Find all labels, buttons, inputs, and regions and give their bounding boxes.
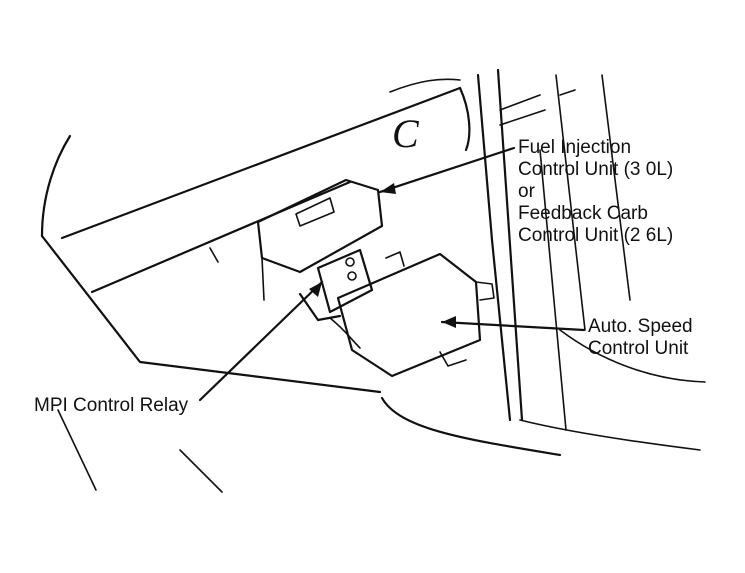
console-lower-line [519,419,701,451]
vent-line-1 [499,94,541,111]
bg-line-1 [57,409,97,491]
fuel-control-unit-label: Fuel Injection Control Unit (3 0L) or Fe… [518,137,673,247]
mpi-control-relay [316,248,374,314]
relay-arrowhead [309,282,322,297]
speed-unit-side-tab [475,281,495,301]
speed-unit-arrowhead [442,316,456,328]
panel-bottom-edge [90,180,352,294]
console-curve [380,396,562,457]
label-line: Auto. Speed [588,316,693,337]
label-line: Control Unit [588,338,689,359]
fuel-unit-arrowhead [380,183,396,194]
relay-leader [198,280,324,402]
speed-control-unit-label: Auto. Speed Control Unit [588,316,693,360]
panel-top-edge [60,86,462,240]
vent-line-3 [559,89,576,96]
speed-unit-leader [440,320,586,332]
vent-line-2 [499,109,546,126]
door-line-3 [601,74,631,301]
label-line: Fuel Injection [518,137,632,158]
bracket-tab [295,197,335,227]
panel-right-edge [458,86,471,152]
label-line: Control Unit (3 0L) [518,159,674,180]
bg-tick [209,247,219,263]
door-trim-curve [559,329,706,383]
fuel-unit-leader [378,146,516,194]
mpi-control-relay-label: MPI Control Relay [34,395,188,417]
column-line-2 [496,68,524,422]
speed-unit-top-tab [385,251,405,267]
door-line-1 [539,149,567,431]
bracket-leg [261,257,265,301]
label-line: or [518,181,535,202]
label-line: Control Unit (2 6L) [518,225,674,246]
speed-control-unit [336,252,482,378]
label-line: MPI Control Relay [34,395,189,416]
bg-line-2 [179,449,223,493]
speed-unit-bottom-tab [439,351,467,367]
panel-top-curve [389,78,461,93]
label-line: Feedback Carb [518,203,648,224]
door-line-2 [555,74,586,331]
dash-lower-edge [40,234,382,394]
relay-screw-2 [347,271,357,281]
column-line-1 [476,73,512,422]
dash-outline [40,134,72,238]
relay-connector [298,292,342,322]
relay-screw-1 [345,257,355,267]
panel-letter: C [392,111,420,156]
